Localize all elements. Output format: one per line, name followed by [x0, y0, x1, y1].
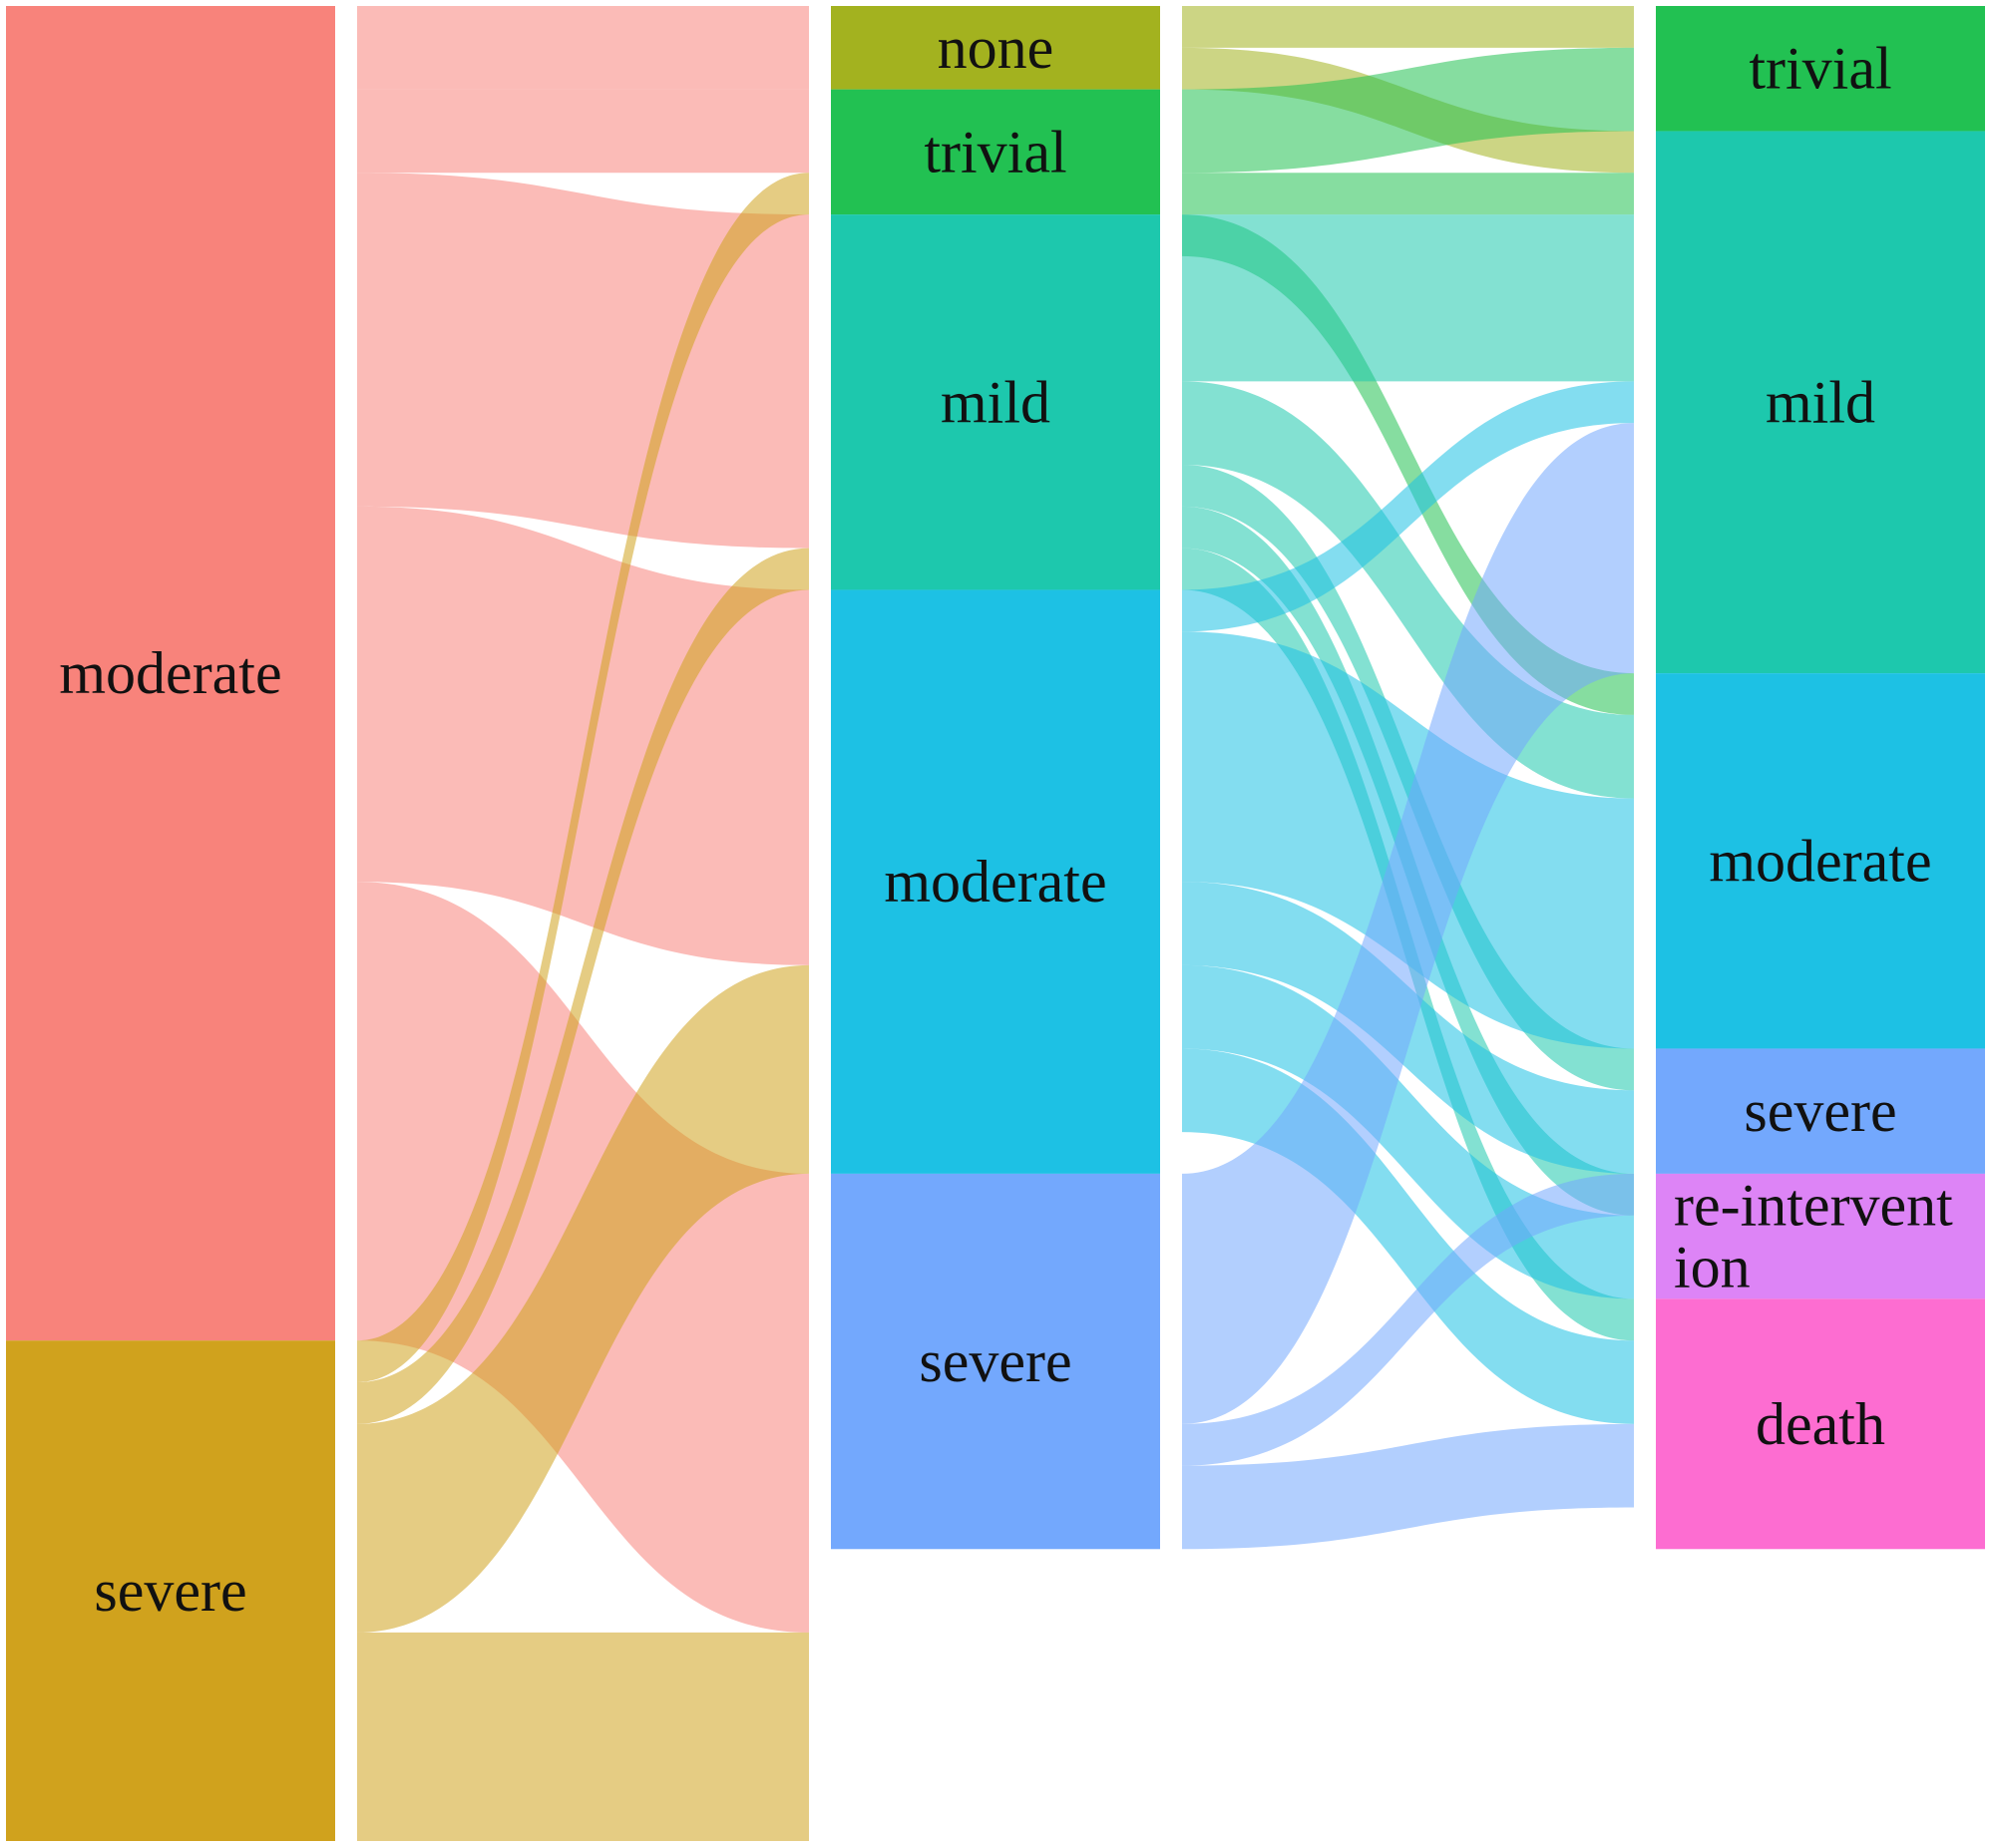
stratum-3-re-intervention [1656, 1173, 1985, 1299]
flow-0-severe-to-mild [357, 548, 809, 1424]
stratum-1-moderate [6, 6, 335, 1341]
stratum-3-severe [1656, 1048, 1985, 1174]
flow-1-severe-to-mild [1182, 423, 1634, 1424]
stratum-2-trivial [831, 89, 1160, 215]
flow-0-moderate-to-mild [357, 173, 809, 549]
flow-1-trivial-to-mild [1182, 173, 1634, 215]
stratum-label-2-severe: severe [919, 1328, 1071, 1394]
stratum-label-2-none: none [938, 15, 1054, 81]
flow-0-severe-to-moderate [357, 964, 809, 1633]
flow-0-moderate-to-moderate [357, 506, 809, 965]
flow-1-trivial-to-trivial [1182, 47, 1634, 174]
flow-1-moderate-to-mild [1182, 381, 1634, 632]
flow-1-severe-to-severe [1182, 1173, 1634, 1466]
flow-0-moderate-to-none [357, 6, 809, 90]
axis-2: none trivial mild moderate severe [831, 6, 1160, 1550]
stratum-label-3-moderate: moderate [1709, 828, 1931, 894]
axis-1: moderate severe [6, 6, 335, 1841]
stratum-3-mild [1656, 131, 1985, 674]
stratum-label-3-death: death [1756, 1391, 1885, 1457]
stratum-label-1-moderate: moderate [59, 640, 281, 706]
flow-1-mild-to-mild [1182, 214, 1634, 382]
stratum-3-moderate [1656, 673, 1985, 1049]
stratum-label-2-moderate: moderate [884, 849, 1106, 915]
stratum-label-1-severe: severe [94, 1558, 246, 1624]
stratum-label-line-1: re-intervent [1674, 1173, 1953, 1239]
stratum-2-severe [831, 1173, 1160, 1550]
stratum-label-2-mild: mild [941, 369, 1050, 435]
stratum-label-3-severe: severe [1744, 1078, 1896, 1144]
stratum-label-line-2: ion [1674, 1235, 1751, 1300]
stratum-2-mild [831, 214, 1160, 590]
flow-0-severe-to-trivial [357, 173, 809, 1383]
stratum-2-moderate [831, 589, 1160, 1174]
flows [357, 6, 1634, 1841]
stratum-2-none [831, 6, 1160, 90]
stratum-1-severe [6, 1340, 335, 1841]
flow-0-severe-to-severe [357, 1632, 809, 1841]
stratum-label-3-mild: mild [1766, 369, 1875, 435]
stratum-label-2-trivial: trivial [924, 119, 1066, 185]
flow-1-none-to-trivial [1182, 6, 1634, 48]
flow-0-moderate-to-trivial [357, 89, 809, 174]
stratum-label-3-trivial: trivial [1749, 36, 1891, 102]
stratum-3-death [1656, 1298, 1985, 1550]
stratum-3-trivial [1656, 6, 1985, 132]
flow-1-severe-to-death [1182, 1423, 1634, 1550]
flow-1-trivial-to-moderate [1182, 214, 1634, 715]
